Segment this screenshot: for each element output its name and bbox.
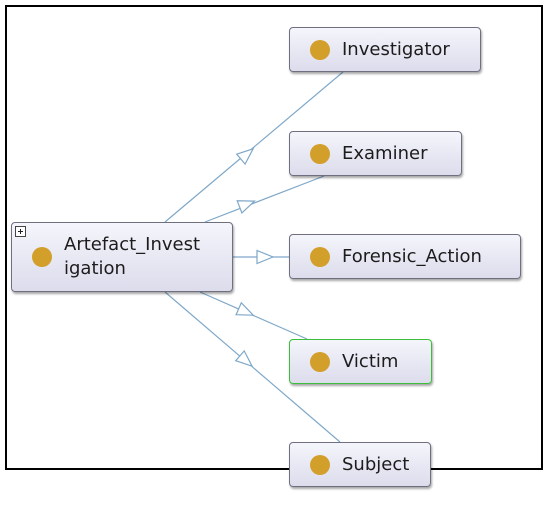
expand-toggle-icon[interactable] <box>15 226 26 237</box>
node-label: Investigator <box>342 38 450 60</box>
edge-arrowhead-investigator <box>235 147 255 166</box>
edge-arrowhead-forensic-action <box>256 249 275 265</box>
class-icon <box>310 39 330 60</box>
class-icon <box>310 246 330 267</box>
node-investigator[interactable]: Investigator <box>289 27 481 72</box>
edge-subject <box>164 291 341 443</box>
node-subject[interactable]: Subject <box>289 442 431 487</box>
node-label: Forensic_Action <box>342 245 482 267</box>
class-icon <box>310 454 330 475</box>
class-icon <box>32 247 52 267</box>
edge-examiner <box>204 175 325 223</box>
class-icon <box>310 143 330 164</box>
edge-arrowhead-victim <box>235 301 255 316</box>
node-label: Examiner <box>342 142 428 164</box>
node-victim[interactable]: Victim <box>289 339 432 384</box>
node-forensic-action[interactable]: Forensic_Action <box>289 234 521 279</box>
node-label: Victim <box>342 350 399 372</box>
edge-investigator <box>164 71 344 223</box>
node-label: Subject <box>342 453 410 475</box>
edge-arrowhead-examiner <box>236 200 256 214</box>
class-icon <box>310 351 330 372</box>
node-examiner[interactable]: Examiner <box>289 131 462 176</box>
edge-arrowhead-subject <box>234 349 254 368</box>
